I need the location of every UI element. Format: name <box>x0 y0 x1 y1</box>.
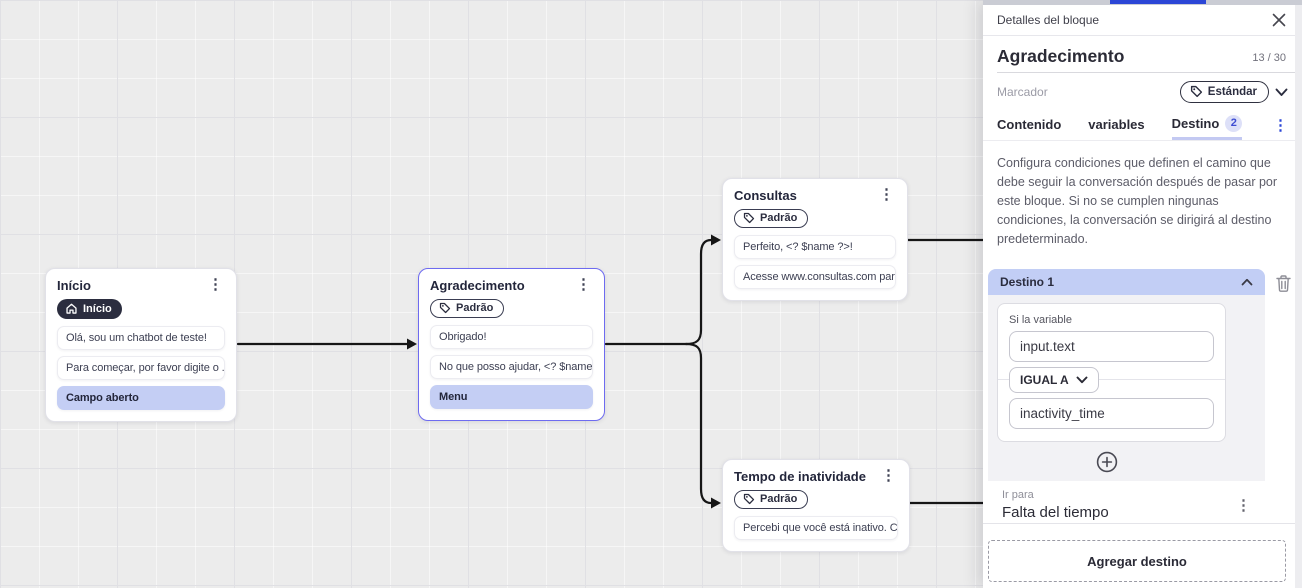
tab-contenido[interactable]: Contenido <box>997 109 1061 140</box>
edge-agradecimento-consultas <box>684 238 713 346</box>
close-icon[interactable] <box>1272 13 1286 27</box>
destino-count-badge: 2 <box>1225 114 1243 132</box>
destino-description: Configura condiciones que definen el cam… <box>997 156 1278 246</box>
active-tab-indicator <box>1110 0 1206 4</box>
message-row[interactable]: Olá, sou um chatbot de teste! <box>57 326 225 350</box>
condition-card: Si la variable IGUAL A <box>997 303 1226 442</box>
message-row[interactable]: Para começar, por favor digite o ... <box>57 356 225 380</box>
goto-label: Ir para <box>1002 489 1034 501</box>
flow-node-tempo-inatividade[interactable]: Tempo de inatividade ⋮ Padrão Percebi qu… <box>722 459 910 552</box>
open-field-row[interactable]: Campo aberto <box>57 386 225 410</box>
node-menu-icon[interactable]: ⋮ <box>881 467 896 484</box>
home-icon <box>66 303 77 314</box>
edge-agradecimento-tempo <box>684 342 713 505</box>
panel-title: Detalles del bloque <box>997 13 1100 27</box>
badge-label: Início <box>83 302 112 315</box>
panel-scrollbar[interactable] <box>1295 5 1302 588</box>
arrowhead <box>711 234 721 246</box>
node-menu-icon[interactable]: ⋮ <box>879 186 894 203</box>
char-count: 13 / 30 <box>1252 52 1286 64</box>
divider <box>997 72 1302 73</box>
node-title: Agradecimento <box>430 278 525 293</box>
arrowhead <box>711 497 721 509</box>
marker-label: Marcador <box>997 85 1048 99</box>
goto-menu-icon[interactable]: ⋮ <box>1236 497 1251 514</box>
tag-label: Padrão <box>760 493 798 505</box>
delete-destino-icon[interactable] <box>1275 274 1292 298</box>
value-input[interactable] <box>1009 398 1214 429</box>
destino-card-title: Destino 1 <box>1000 275 1055 289</box>
goto-value: Falta del tiempo <box>1002 504 1109 521</box>
tag-icon <box>1190 85 1202 98</box>
top-strip <box>983 0 1302 5</box>
padrao-tag: Padrão <box>734 490 809 509</box>
block-details-panel: Detalles del bloque Agradecimento 13 / 3… <box>983 0 1302 588</box>
block-name: Agradecimento <box>997 46 1125 66</box>
tab-destino[interactable]: Destino 2 <box>1171 109 1243 140</box>
add-condition-icon[interactable] <box>1096 451 1118 473</box>
tab-variables[interactable]: variables <box>1088 109 1144 140</box>
message-row[interactable]: Percebi que você está inativo. C... <box>734 516 898 540</box>
tabs-menu-icon[interactable]: ⋮ <box>1273 116 1288 134</box>
operator-dropdown[interactable]: IGUAL A <box>1009 367 1099 393</box>
add-destination-button[interactable]: Agregar destino <box>988 540 1286 582</box>
node-menu-icon[interactable]: ⋮ <box>576 276 591 293</box>
tab-label: Contenido <box>997 117 1062 132</box>
destino-card: Destino 1 Si la variable IGUAL A <box>988 269 1265 533</box>
message-row[interactable]: Obrigado! <box>430 325 593 349</box>
tag-label: Padrão <box>456 302 494 314</box>
tab-label: variables <box>1088 117 1145 132</box>
flow-node-agradecimento[interactable]: Agradecimento ⋮ Padrão Obrigado! No que … <box>418 268 605 421</box>
node-menu-icon[interactable]: ⋮ <box>208 276 223 293</box>
operator-value: IGUAL A <box>1020 373 1069 387</box>
panel-footer: Agregar destino <box>983 523 1302 588</box>
node-title: Tempo de inatividade <box>734 469 866 484</box>
chevron-down-icon[interactable] <box>1275 88 1288 97</box>
inicio-badge: Início <box>57 299 122 319</box>
menu-row[interactable]: Menu <box>430 385 593 409</box>
padrao-tag: Padrão <box>430 299 505 318</box>
marker-value-pill[interactable]: Estándar <box>1179 81 1269 103</box>
message-row[interactable]: Perfeito, <? $name ?>! <box>734 235 896 259</box>
message-row[interactable]: No que posso ajudar, <? $name ... <box>430 355 593 379</box>
flow-node-consultas[interactable]: Consultas ⋮ Padrão Perfeito, <? $name ?>… <box>722 178 908 301</box>
node-title: Início <box>57 278 91 293</box>
flow-node-inicio[interactable]: Início ⋮ Início Olá, sou um chatbot de t… <box>45 268 237 422</box>
tag-icon <box>439 302 451 314</box>
tag-icon <box>743 493 755 505</box>
chevron-up-icon[interactable] <box>1241 278 1253 286</box>
variable-label: Si la variable <box>1009 314 1072 326</box>
message-row[interactable]: Acesse www.consultas.com par... <box>734 265 896 289</box>
padrao-tag: Padrão <box>734 209 809 228</box>
tag-label: Padrão <box>760 212 798 224</box>
node-title: Consultas <box>734 188 797 203</box>
destino-card-header[interactable]: Destino 1 <box>988 269 1265 295</box>
tab-label: Destino <box>1171 115 1220 131</box>
arrowhead <box>407 338 417 350</box>
tag-icon <box>743 212 755 224</box>
variable-input[interactable] <box>1009 331 1214 362</box>
flow-edges <box>236 234 985 509</box>
chevron-down-icon <box>1076 376 1088 384</box>
marker-value: Estándar <box>1207 85 1257 98</box>
